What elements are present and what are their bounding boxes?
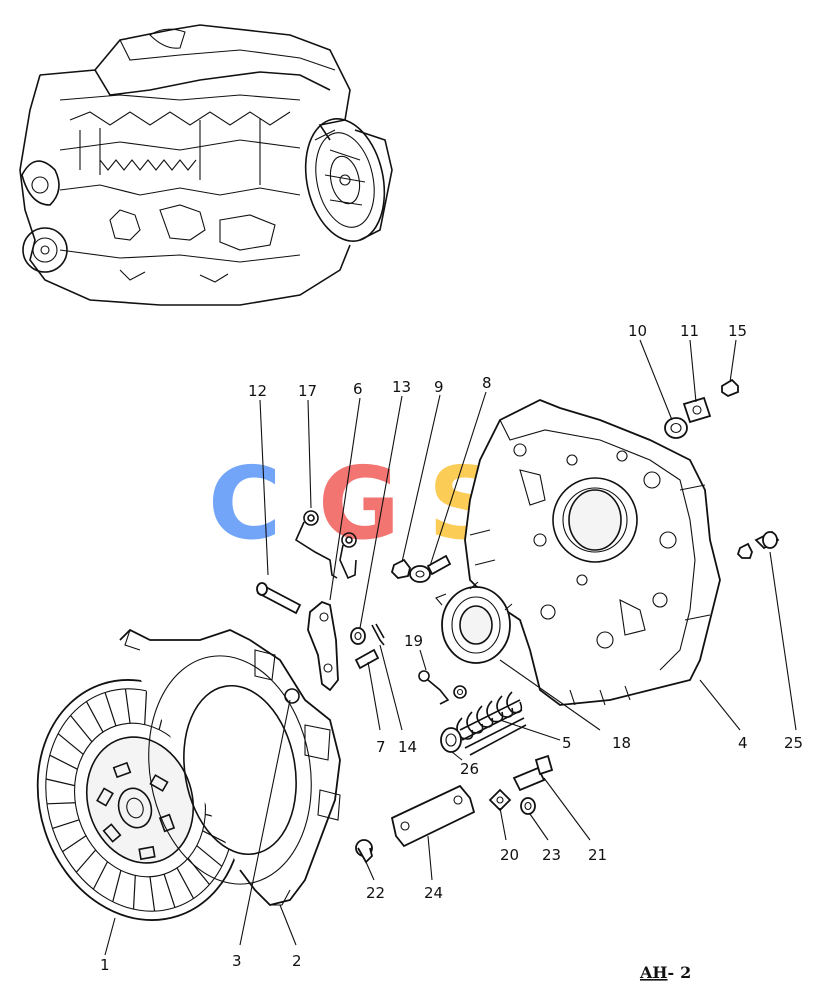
callout-21: 21 (588, 846, 607, 864)
part-13-release-lever (307, 600, 339, 692)
disc-facing-segment (144, 690, 148, 725)
watermark-letter-c1: C (208, 445, 281, 562)
part-21-bolt (512, 754, 554, 792)
part-5-coil-spring (456, 691, 527, 756)
part-7-pin (354, 648, 380, 670)
leader-lines (104, 339, 797, 956)
part-25-bolt-nut (736, 530, 780, 559)
part-24-link-plate (390, 784, 476, 848)
callout-5: 5 (562, 734, 572, 752)
callout-25: 25 (784, 734, 803, 752)
engine-assembly-illustration (19, 24, 393, 306)
callout-4: 4 (738, 734, 748, 752)
disc-facing-segment (46, 802, 76, 805)
part-10-grommet (664, 417, 688, 439)
part-8-eye-bolt (409, 554, 452, 583)
disc-facing-segment (163, 873, 176, 908)
part-12-pin (256, 582, 302, 615)
disc-facing-segment (85, 701, 104, 733)
callout-11: 11 (680, 322, 699, 340)
callout-20: 20 (500, 846, 519, 864)
disc-facing-segment (75, 849, 97, 873)
disc-facing-segment (149, 876, 156, 912)
disc-facing-segment (202, 830, 231, 846)
page-ref-prefix: AH (639, 963, 668, 982)
page-ref-dash: - (668, 963, 675, 982)
watermark-letter-g: G (318, 445, 400, 562)
disc-facing-segment (92, 861, 108, 890)
callout-22: 22 (366, 884, 385, 902)
disc-facing-segment (124, 688, 131, 724)
callout-18: 18 (612, 734, 631, 752)
disc-facing-segment (196, 845, 223, 867)
callout-17: 17 (298, 382, 317, 400)
callout-1: 1 (100, 956, 110, 974)
callout-10: 10 (628, 322, 647, 340)
part-11-plate (682, 396, 712, 424)
svg-text:AH-2: AH-2 (639, 963, 691, 982)
callout-labels: 12 17 6 13 9 8 10 11 15 19 7 14 26 5 18 … (100, 322, 803, 974)
page-reference: AH-2 (639, 963, 691, 982)
part-9-nut (390, 558, 411, 579)
callout-15: 15 (728, 322, 747, 340)
part-18-release-bearing (435, 581, 513, 664)
callout-9: 9 (434, 378, 444, 396)
part-13-washer (350, 627, 366, 645)
callout-23: 23 (542, 846, 561, 864)
disc-facing-segment (62, 835, 87, 853)
callout-26: 26 (460, 760, 479, 778)
part-20-plate (488, 788, 512, 812)
part-4-clutch-housing (464, 399, 721, 706)
callout-14: 14 (398, 738, 417, 756)
callout-13: 13 (392, 378, 411, 396)
disc-facing-segment (52, 819, 80, 830)
disc-facing-segment (176, 867, 195, 899)
page-ref-number: 2 (680, 963, 691, 982)
part-22-bolt (355, 839, 373, 864)
part-15-screw (721, 378, 739, 398)
disc-facing-segment (112, 870, 122, 902)
disc-facing-segment (45, 778, 75, 787)
callout-12: 12 (248, 382, 267, 400)
callout-19: 19 (404, 632, 423, 650)
disc-facing-segment (49, 754, 78, 770)
disc-facing-segment (70, 715, 93, 743)
part-23-washer (520, 797, 536, 815)
disc-facing-segment (104, 692, 117, 727)
callout-24: 24 (424, 884, 443, 902)
callout-8: 8 (482, 374, 492, 392)
part-14-cotter-pin (371, 623, 385, 646)
disc-facing-segment (132, 875, 136, 910)
part-6-spring (339, 532, 357, 580)
callout-7: 7 (376, 738, 386, 756)
part-2-pressure-plate-cover (119, 628, 341, 906)
part-17-spring (294, 510, 338, 579)
part-19-spring-clip (418, 670, 467, 705)
callout-3: 3 (232, 952, 242, 970)
disc-facing-segment (57, 733, 84, 755)
part-26-washer (440, 727, 462, 753)
callout-6: 6 (353, 380, 363, 398)
callout-2: 2 (292, 952, 302, 970)
